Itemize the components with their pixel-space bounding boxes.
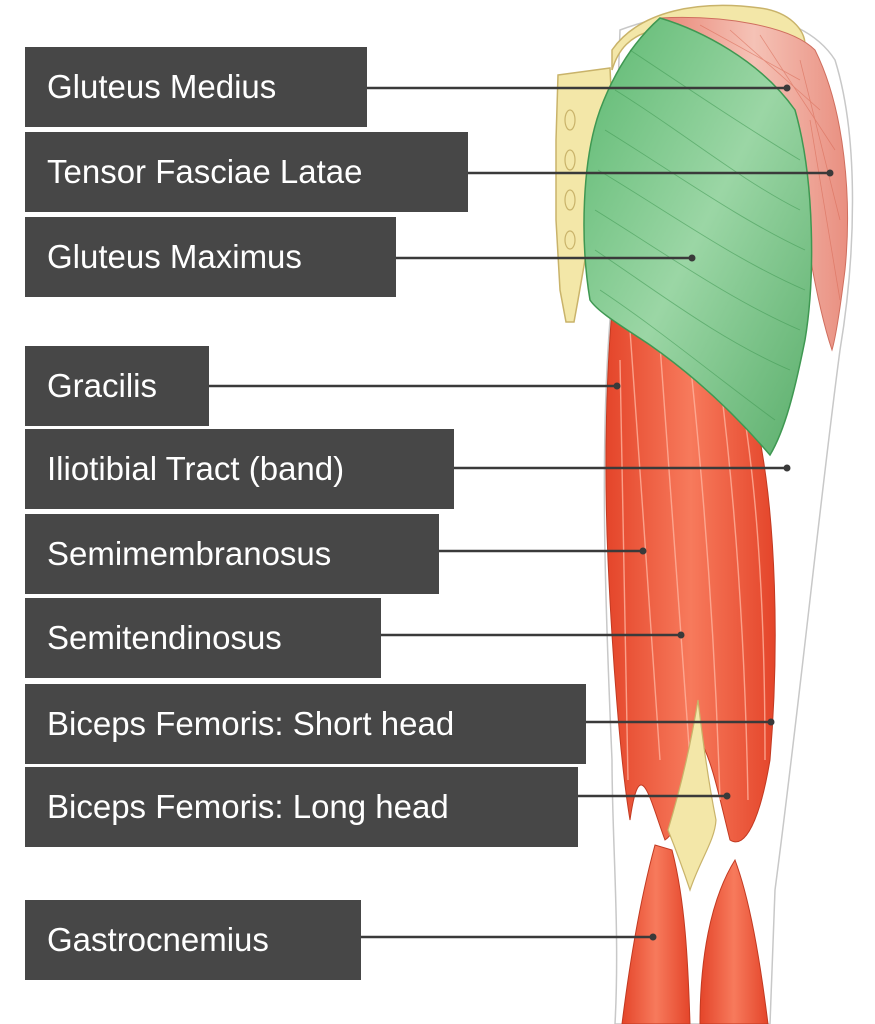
label-gluteus-medius: Gluteus Medius [25, 47, 367, 127]
leader-dot-gluteus-maximus [688, 254, 696, 262]
leader-dot-biceps-short-head [767, 718, 775, 726]
gastrocnemius-medial [621, 844, 691, 1024]
hamstring-fibers [619, 329, 766, 801]
label-semimembranosus: Semimembranosus [25, 514, 439, 594]
label-gluteus-maximus: Gluteus Maximus [25, 217, 396, 297]
label-biceps-femoris-long-head: Biceps Femoris: Long head [25, 767, 578, 847]
leader-dot-tensor-fasciae-latae [826, 169, 834, 177]
leader-dot-gracilis [613, 382, 621, 390]
label-tensor-fasciae-latae: Tensor Fasciae Latae [25, 132, 468, 212]
gluteus-maximus-fibers [594, 49, 806, 421]
sacrum-foramina [564, 109, 576, 250]
leader-dot-gluteus-medius [783, 84, 791, 92]
leader-dot-biceps-long-head [723, 792, 731, 800]
label-iliotibial-tract: Iliotibial Tract (band) [25, 429, 454, 509]
gastrocnemius-lateral [699, 858, 769, 1024]
leader-dot-iliotibial-tract [783, 464, 791, 472]
leader-lines [209, 86, 830, 939]
leader-dot-gastrocnemius [649, 933, 657, 941]
label-semitendinosus: Semitendinosus [25, 598, 381, 678]
leader-dot-semimembranosus [639, 547, 647, 555]
label-gastrocnemius: Gastrocnemius [25, 900, 361, 980]
leader-dot-semitendinosus [677, 631, 685, 639]
label-gracilis: Gracilis [25, 346, 209, 426]
leader-dots [613, 84, 834, 941]
gluteus-medius-fibers [699, 24, 841, 301]
label-biceps-femoris-short-head: Biceps Femoris: Short head [25, 684, 586, 764]
gluteus-maximus-muscle [583, 17, 813, 457]
